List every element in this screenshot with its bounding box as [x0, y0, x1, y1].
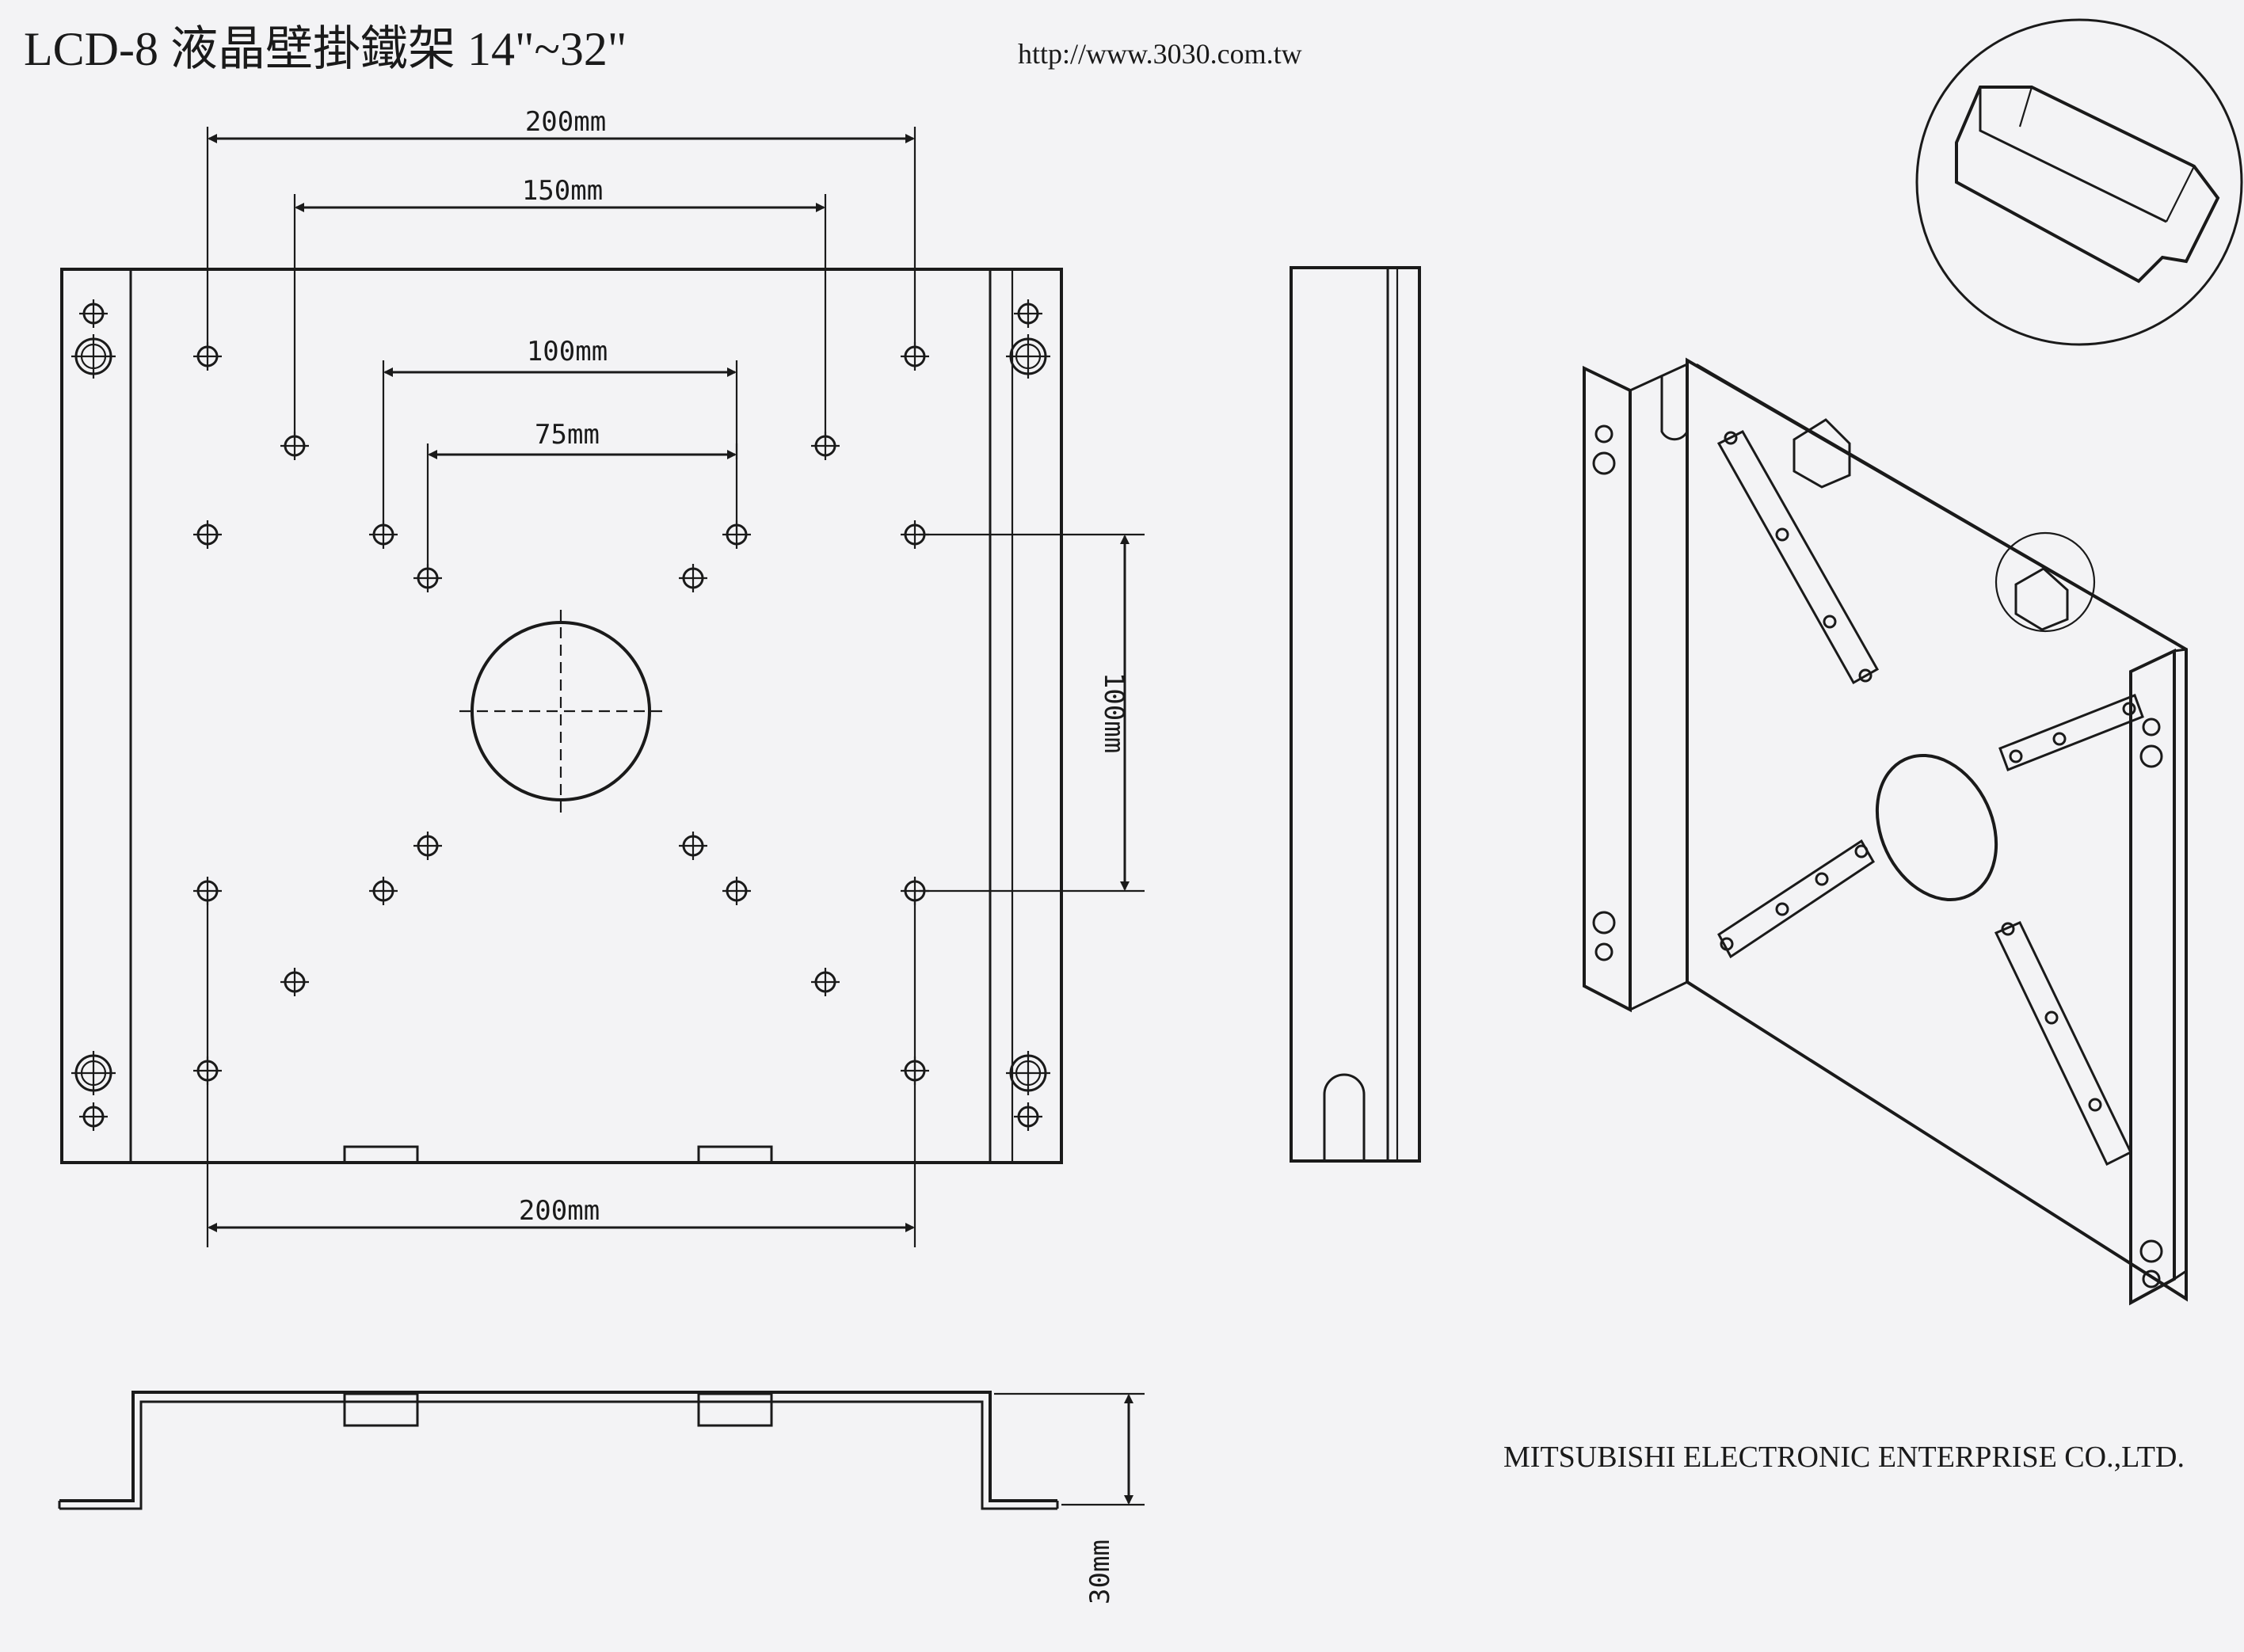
dim-label-30mm: 30mm — [1084, 1540, 1116, 1604]
dim-label-100mm-vertical: 100mm — [1098, 672, 1130, 753]
side-view — [1290, 266, 1421, 1163]
front-view: 200mm 150mm 100mm 75mm 100mm 200mm — [60, 106, 1145, 1247]
dim-label-150mm: 150mm — [522, 175, 603, 207]
website-url: http://www.3030.com.tw — [1018, 38, 1302, 70]
section-view: 30mm — [58, 1391, 1145, 1604]
dim-label-100mm: 100mm — [527, 336, 608, 367]
dim-label-200mm-bottom: 200mm — [519, 1195, 600, 1227]
company-name: MITSUBISHI ELECTRONIC ENTERPRISE CO.,LTD… — [1503, 1441, 2185, 1474]
detail-callout — [1915, 18, 2243, 346]
dim-label-200mm-top: 200mm — [525, 106, 606, 138]
isometric-view — [1583, 357, 2188, 1306]
page-title: LCD-8 液晶壁掛鐵架 14"~32" — [24, 23, 627, 75]
dim-label-75mm: 75mm — [535, 419, 600, 451]
